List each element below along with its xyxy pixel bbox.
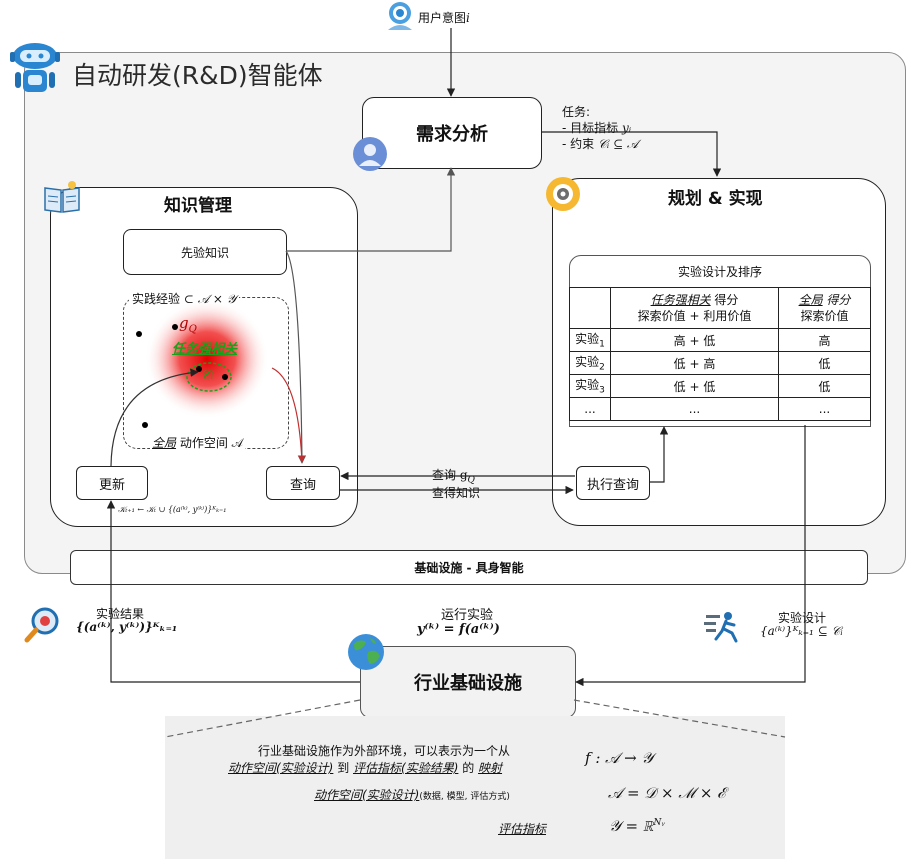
table-header-cell: [569, 287, 611, 329]
person-icon: [353, 137, 387, 171]
table-cell: ...: [569, 397, 611, 421]
data-point: [142, 422, 148, 428]
agent-title: 自动研发(R&D)智能体: [72, 61, 323, 90]
notes-line4: 评估指标: [498, 822, 547, 836]
table-cell: 低: [778, 374, 871, 398]
table-row[interactable]: ... ... ...: [569, 397, 871, 421]
table-cell: 低 + 高: [610, 351, 779, 375]
book-icon: [44, 181, 80, 213]
table-cell: 高: [778, 328, 871, 352]
industry-infrastructure-box: 行业基础设施: [360, 646, 576, 718]
notes-line3: 动作空间(实验设计)(数据, 模型, 评估方式): [314, 788, 510, 802]
prior-knowledge-box: 先验知识: [123, 229, 287, 275]
table-cell: 低: [778, 351, 871, 375]
table-cell: 实验1: [569, 328, 611, 352]
task-info: 任务: - 目标指标 yᵢ - 约束 𝒞ᵢ ⊆ 𝒜: [562, 104, 638, 152]
notes-line1: 行业基础设施作为外部环境，可以表示为一个从: [258, 744, 511, 758]
notes-panel: [165, 716, 785, 859]
run-experiment-label: 运行实验: [441, 608, 494, 623]
table-row[interactable]: 实验3 低 + 低 低: [569, 374, 871, 398]
query-gq-label: 查询 gQ: [432, 468, 475, 486]
metric-space-formula: 𝒴 = ℝNᵧ: [609, 817, 665, 835]
update-label: 更新: [98, 477, 125, 493]
table-cell: 低 + 低: [610, 374, 779, 398]
table-row[interactable]: 实验1 高 + 低 高: [569, 328, 871, 352]
planning-title: 规划 & 实现: [668, 189, 763, 209]
update-formula: 𝒦ₜ₊₁ ← 𝒦ₜ ∪ {(a⁽ᵏ⁾, y⁽ᵏ⁾)}ᴷₖ₌₁: [118, 505, 227, 514]
data-point: [172, 324, 178, 330]
table-header-row: 任务强相关 得分 探索价值 + 利用价值 全局 得分 探索价值: [569, 287, 871, 329]
industry-title: 行业基础设施: [414, 673, 522, 694]
requirement-title: 需求分析: [416, 124, 488, 145]
requirement-analysis-box: 需求分析: [362, 97, 542, 169]
runner-icon: [704, 612, 738, 643]
experiment-table: 任务强相关 得分 探索价值 + 利用价值 全局 得分 探索价值 实验1 高 + …: [569, 287, 871, 421]
task-line2: - 约束 𝒞ᵢ ⊆ 𝒜: [562, 137, 639, 151]
infrastructure-bar: 基础设施 - 具身智能: [70, 550, 868, 585]
table-cell: 实验2: [569, 351, 611, 375]
got-knowledge-label: 查得知识: [432, 486, 481, 500]
experiment-result-formula: {(a⁽ᵏ⁾, y⁽ᵏ⁾)}ᴷₖ₌₁: [76, 620, 178, 634]
task-related-label: 任务强相关: [172, 342, 238, 357]
gear-head-icon: [546, 177, 580, 211]
run-experiment-formula: y⁽ᵏ⁾ = f(a⁽ᵏ⁾): [417, 622, 500, 637]
gq-label: gQ: [179, 314, 197, 335]
action-space-formula: 𝒜 = 𝒟 × ℳ × ℰ: [608, 784, 726, 802]
update-button[interactable]: 更新: [76, 466, 148, 500]
table-header-cell: 全局 得分 探索价值: [778, 287, 871, 329]
execute-query-label: 执行查询: [586, 477, 639, 493]
user-intent-label: 用户意图i: [418, 11, 470, 25]
prior-knowledge-label: 先验知识: [180, 245, 229, 260]
task-header: 任务:: [562, 105, 591, 119]
experiment-table-title: 实验设计及排序: [677, 264, 762, 279]
knowledge-title: 知识管理: [164, 196, 232, 216]
infrastructure-title: 基础设施 - 具身智能: [414, 561, 524, 575]
query-label: 查询: [289, 477, 316, 493]
execute-query-button[interactable]: 执行查询: [576, 466, 650, 500]
global-action-space-label: 全局 动作空间 𝒜: [150, 434, 246, 451]
ci-label: 𝒞ᵢ: [201, 368, 214, 383]
data-point: [222, 374, 228, 380]
magnifier-icon: [24, 607, 59, 643]
query-button[interactable]: 查询: [266, 466, 340, 500]
task-line1: - 目标指标 yᵢ: [562, 121, 632, 135]
table-cell: 高 + 低: [610, 328, 779, 352]
globe-icon: [348, 634, 384, 670]
notes-line2: 动作空间(实验设计) 到 评估指标(实验结果) 的 映射: [228, 761, 503, 775]
table-cell: 实验3: [569, 374, 611, 398]
experiment-table-container: 实验设计及排序 任务强相关 得分 探索价值 + 利用价值 全局 得分 探索价值 …: [569, 255, 871, 427]
data-point: [136, 331, 142, 337]
table-header-cell: 任务强相关 得分 探索价值 + 利用价值: [610, 287, 779, 329]
table-row[interactable]: 实验2 低 + 高 低: [569, 351, 871, 375]
table-cell: ...: [778, 397, 871, 421]
user-intent-icon: [388, 2, 412, 30]
experiment-design-formula: {a⁽ᵏ⁾}ᴷₖ₌₁ ⊆ 𝒞ᵢ: [760, 624, 843, 638]
robot-icon: [10, 43, 60, 92]
mapping-formula: f : 𝒜 → 𝒴: [585, 749, 654, 767]
table-cell: ...: [610, 397, 779, 421]
